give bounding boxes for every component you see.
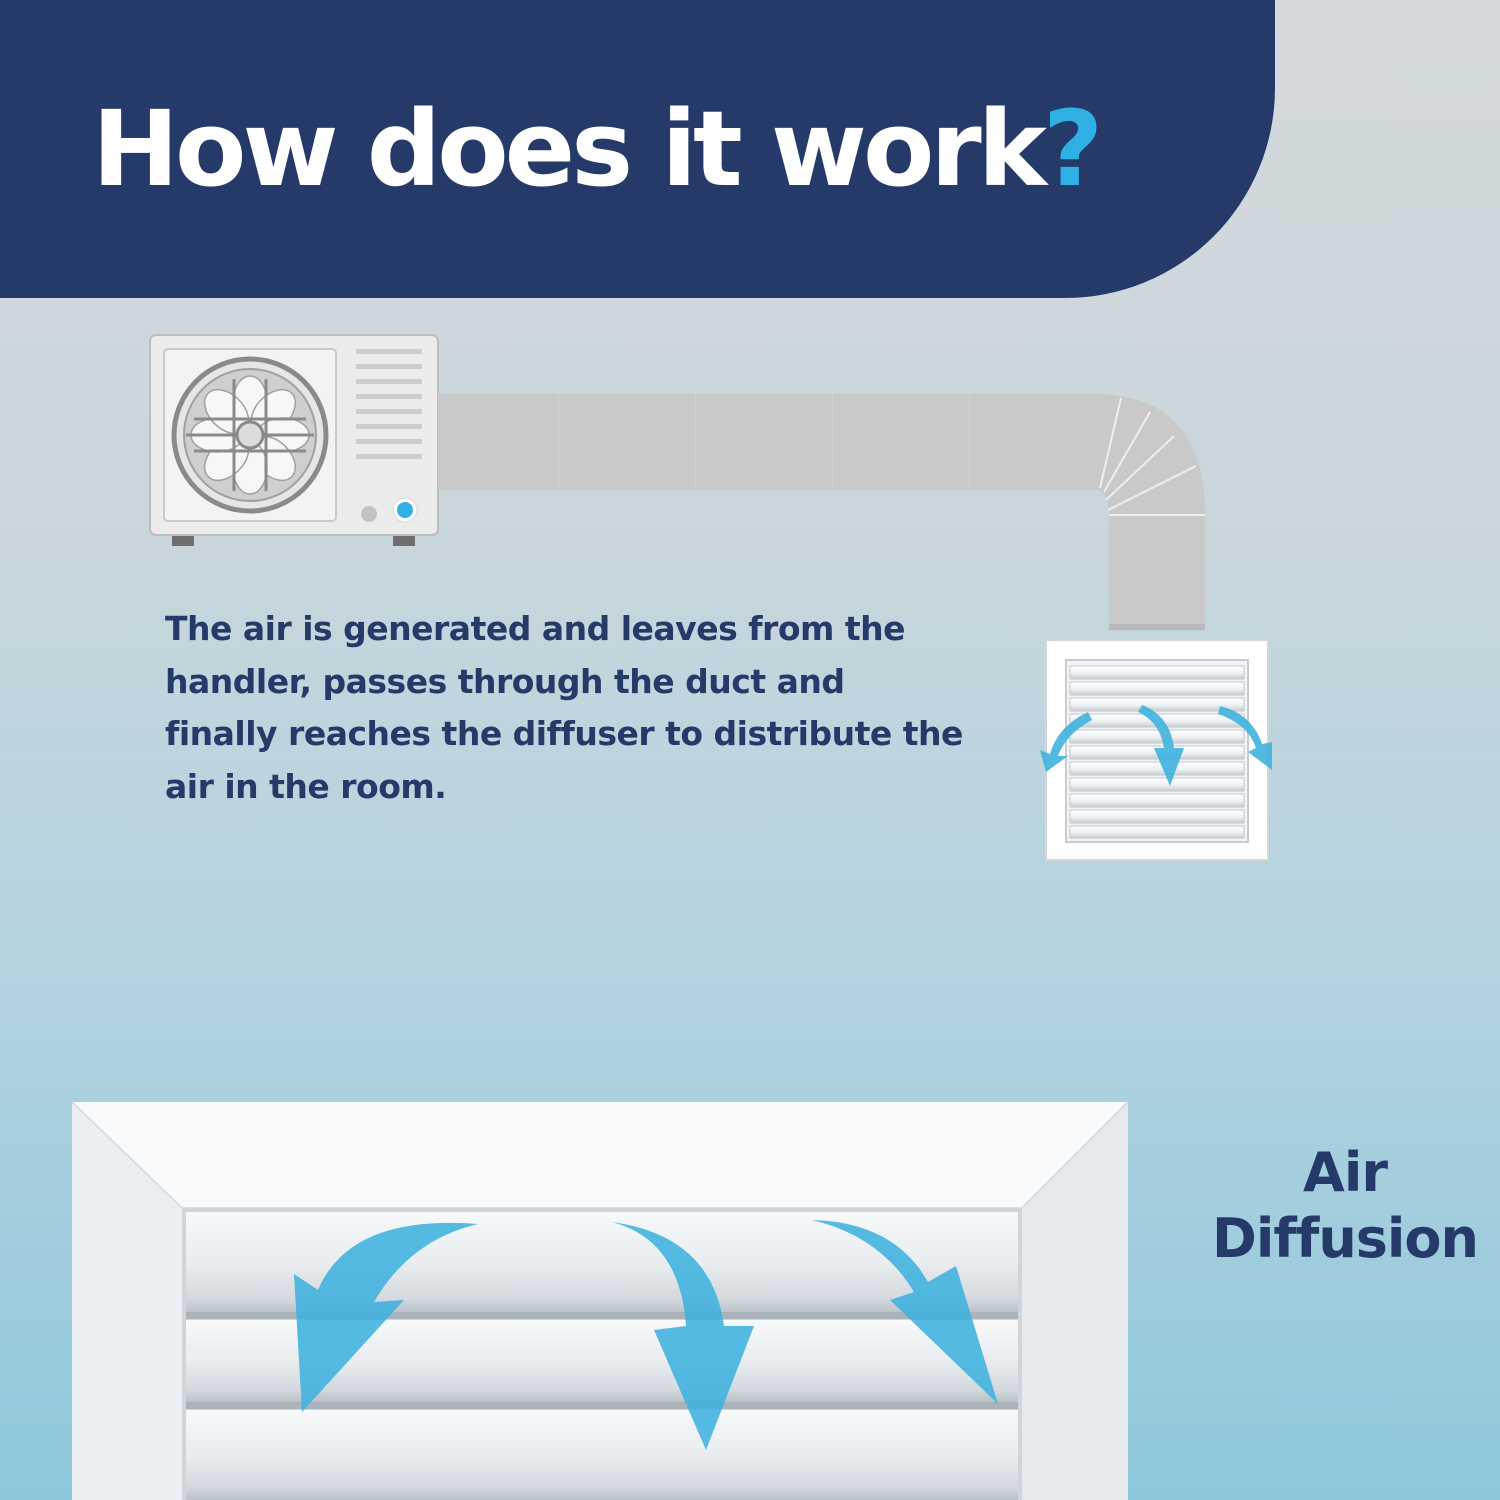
- diffuser-small: [1040, 639, 1272, 861]
- diffuser-large: [71, 1101, 1129, 1500]
- description-text: The air is generated and leaves from the…: [165, 609, 963, 806]
- airflow-arrows-large: [294, 1220, 998, 1450]
- header-banner: [0, 0, 1275, 298]
- air-diffusion-label: Air Diffusion: [1190, 1140, 1500, 1272]
- duct: [438, 394, 1205, 630]
- page-title: How does it work?: [92, 88, 1103, 210]
- page-title-text: How does it work: [92, 88, 1047, 210]
- airflow-arrows-small: [1040, 705, 1272, 786]
- vent-grille-icon: [356, 349, 422, 459]
- question-mark-glyph: ?: [1042, 88, 1103, 210]
- fan-icon: [171, 356, 329, 514]
- air-handler-unit: [149, 334, 439, 546]
- status-dot-gray: [361, 506, 377, 522]
- air-diffusion-label-line2: Diffusion: [1212, 1207, 1479, 1270]
- air-diffusion-label-line1: Air: [1303, 1141, 1388, 1204]
